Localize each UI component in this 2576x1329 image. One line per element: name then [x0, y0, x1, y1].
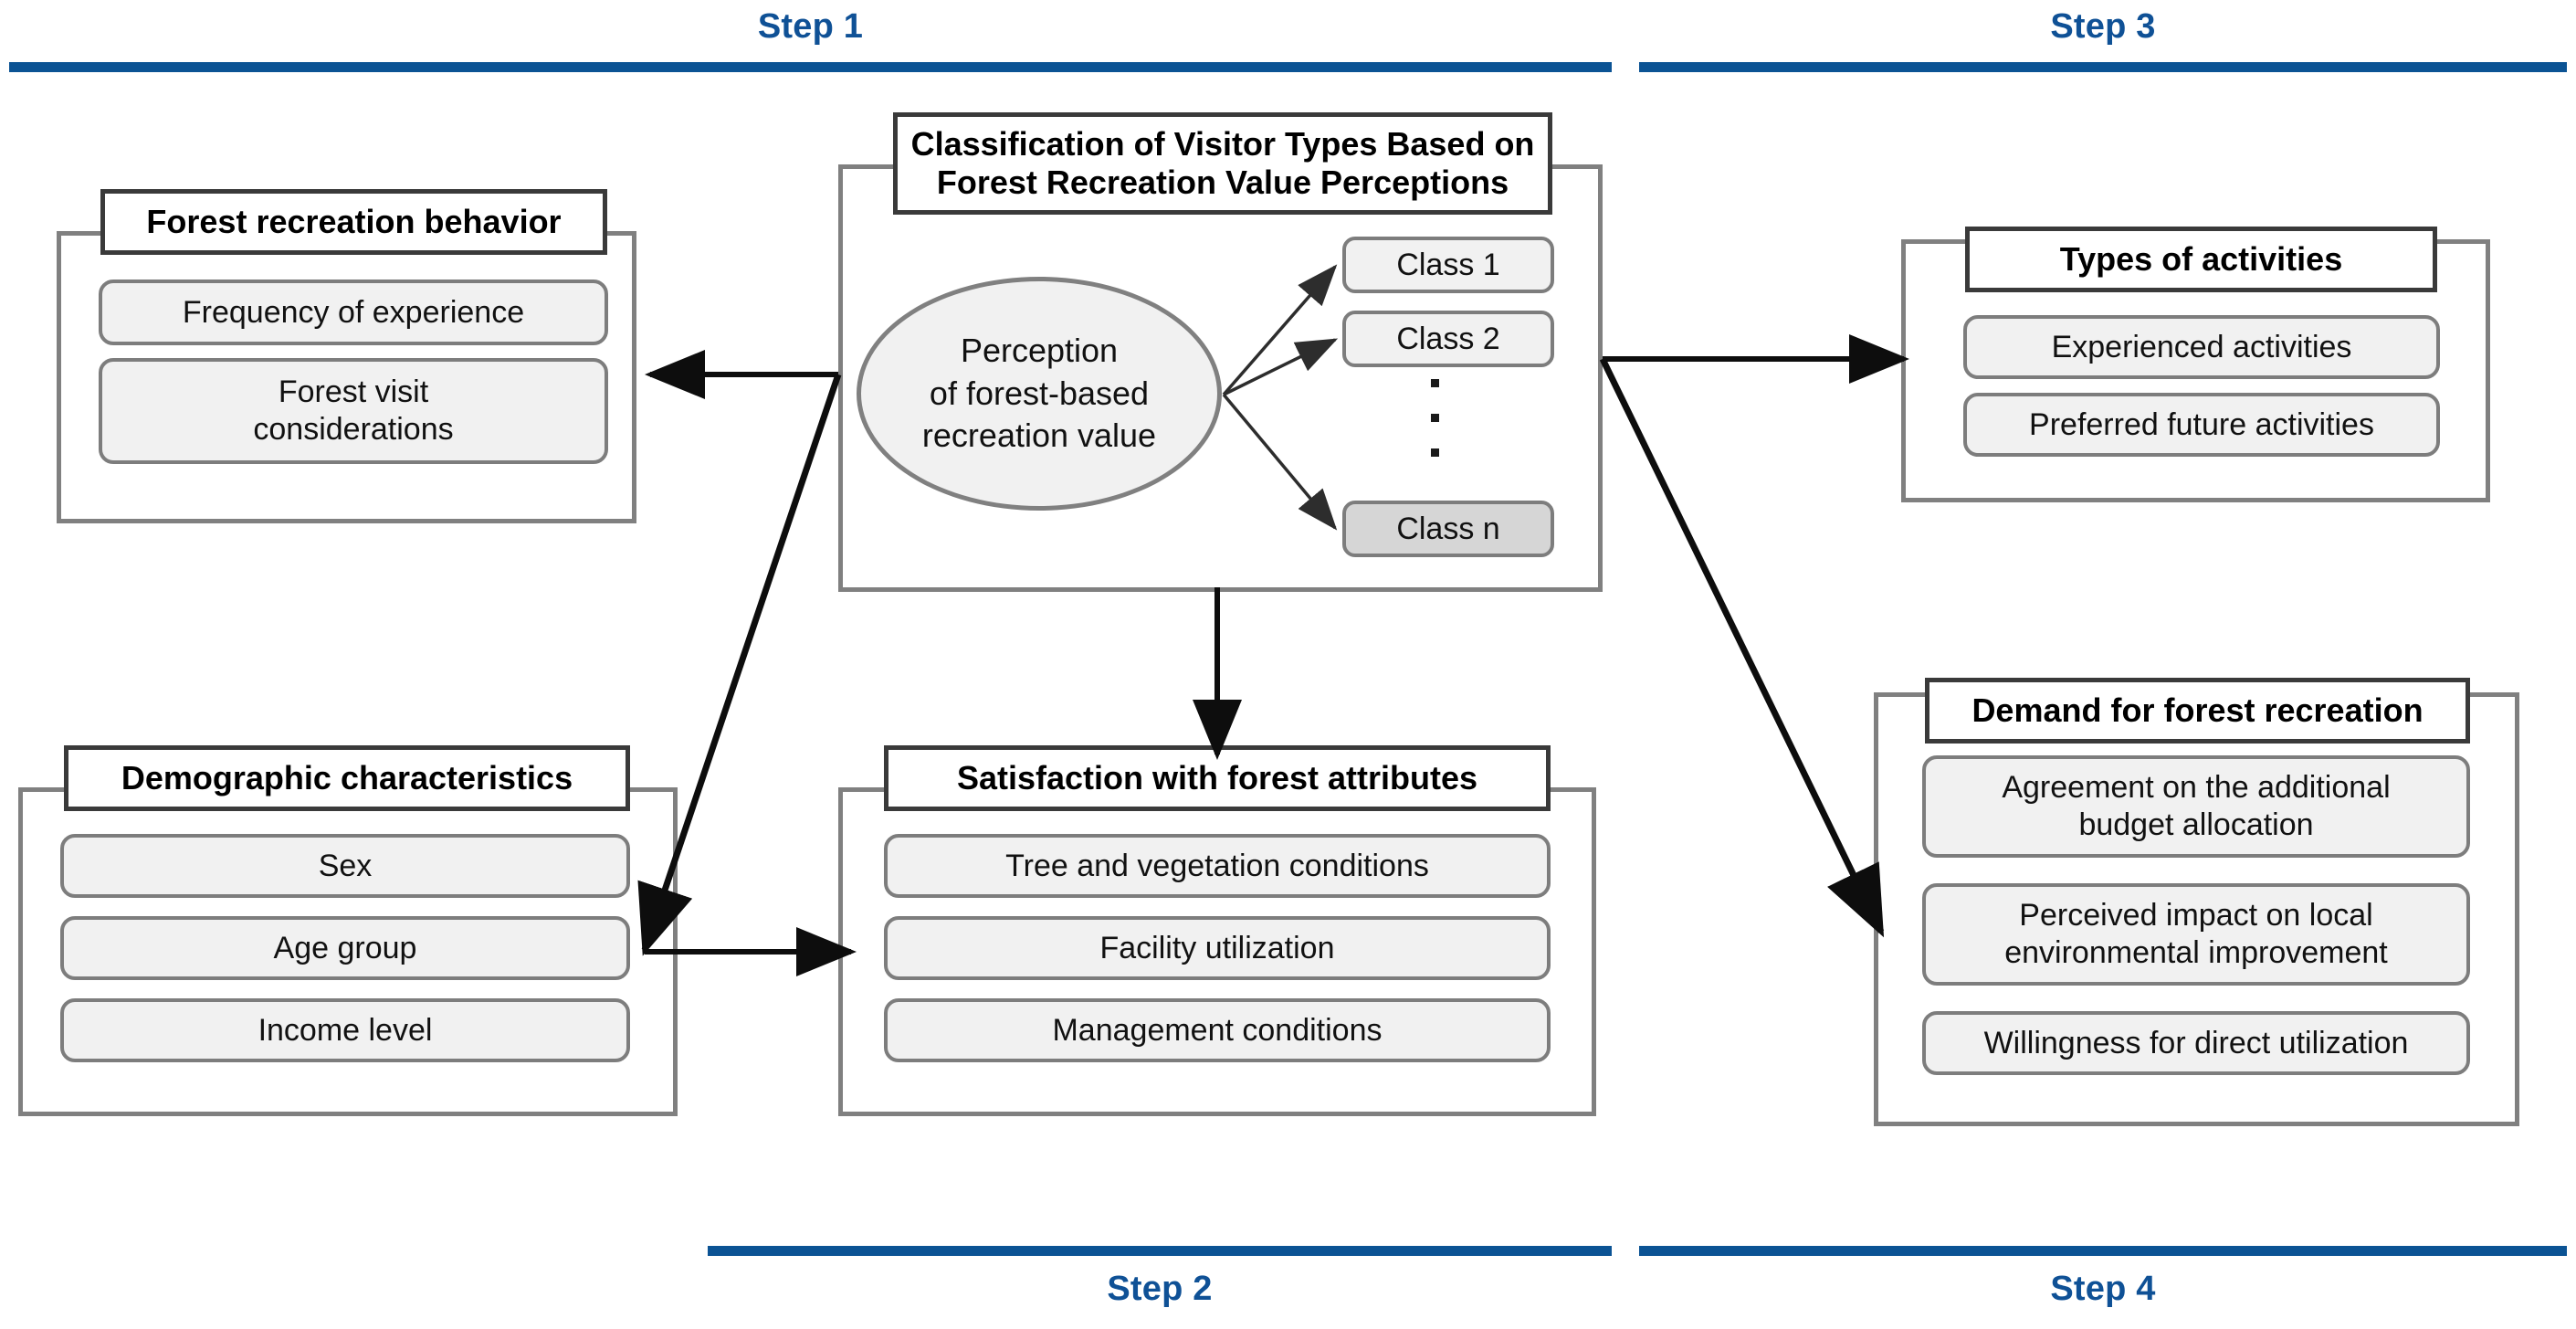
item-willingness-direct-utilization: Willingness for direct utilization — [1922, 1011, 2470, 1075]
class-ellipsis-dots — [1431, 379, 1439, 483]
item-line-1: Forest visit — [278, 374, 429, 410]
item-line-2: considerations — [253, 412, 454, 447]
item-line-2: budget allocation — [2078, 807, 2314, 842]
item-line-1: Agreement on the additional — [2002, 770, 2391, 806]
item-frequency-of-experience: Frequency of experience — [99, 280, 608, 345]
item-facility-utilization: Facility utilization — [884, 916, 1551, 980]
step-rule-bottom-left — [708, 1246, 1612, 1256]
step-label-1: Step 1 — [757, 7, 864, 46]
item-experienced-activities: Experienced activities — [1963, 315, 2440, 379]
ellipse-line-1: Perception — [960, 331, 1119, 369]
group-title-demographic-characteristics: Demographic characteristics — [64, 745, 630, 811]
item-sex: Sex — [60, 834, 630, 898]
item-preferred-future-activities: Preferred future activities — [1963, 393, 2440, 457]
step-label-2: Step 2 — [1107, 1270, 1213, 1308]
perception-ellipse: Perception of forest-based recreation va… — [857, 277, 1222, 511]
group-title-forest-recreation-behavior: Forest recreation behavior — [100, 189, 607, 255]
step-label-3: Step 3 — [2050, 7, 2156, 46]
dot-3 — [1431, 448, 1439, 457]
item-tree-and-vegetation-conditions: Tree and vegetation conditions — [884, 834, 1551, 898]
item-line-1: Perceived impact on local — [2019, 898, 2373, 933]
center-title-line-2: Forest Recreation Value Perceptions — [936, 163, 1509, 201]
class-chip-2: Class 2 — [1342, 311, 1554, 367]
class-chip-n: Class n — [1342, 501, 1554, 557]
item-income-level: Income level — [60, 998, 630, 1062]
group-title-satisfaction-with-forest-attributes: Satisfaction with forest attributes — [884, 745, 1551, 811]
item-forest-visit-considerations: Forest visit considerations — [99, 358, 608, 464]
dot-2 — [1431, 414, 1439, 422]
item-agreement-additional-budget: Agreement on the additional budget alloc… — [1922, 755, 2470, 858]
item-line-2: environmental improvement — [2004, 935, 2388, 970]
group-title-demand-for-forest-recreation: Demand for forest recreation — [1925, 678, 2470, 744]
class-chip-1: Class 1 — [1342, 237, 1554, 293]
step-label-4: Step 4 — [2050, 1270, 2156, 1308]
ellipse-line-2: of forest-based — [929, 374, 1150, 412]
step-rule-top-left — [9, 62, 1612, 72]
arrow-center-to-demand — [1599, 357, 1885, 938]
group-title-types-of-activities: Types of activities — [1965, 227, 2437, 292]
dot-1 — [1431, 379, 1439, 387]
group-title-classification-of-visitor-types: Classification of Visitor Types Based on… — [893, 112, 1552, 215]
center-title-line-1: Classification of Visitor Types Based on — [910, 124, 1535, 163]
ellipse-line-3: recreation value — [921, 417, 1157, 455]
item-management-conditions: Management conditions — [884, 998, 1551, 1062]
step-rule-top-right — [1639, 62, 2567, 72]
item-age-group: Age group — [60, 916, 630, 980]
item-perceived-impact-local-environment: Perceived impact on local environmental … — [1922, 883, 2470, 986]
step-rule-bottom-right — [1639, 1246, 2567, 1256]
